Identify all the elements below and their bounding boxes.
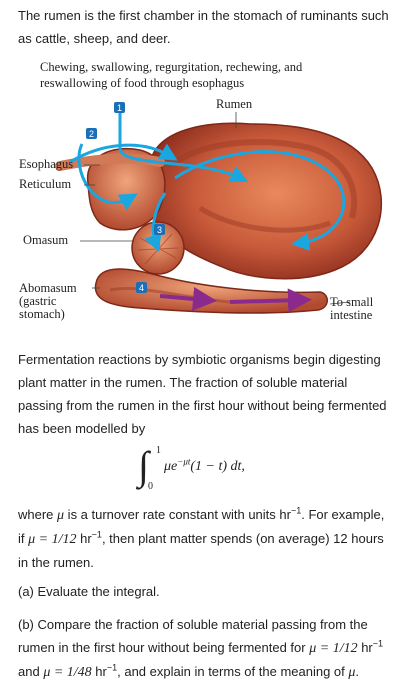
integral-expression: ∫ 1 0 μe−μt(1 − t) dt,: [138, 443, 318, 495]
step-num-2: 2: [89, 129, 94, 139]
label-small-intestine: To small intestine: [330, 296, 373, 322]
integrand-rest: (1 − t) dt,: [190, 459, 245, 474]
figure-caption: Chewing, swallowing, regurgitation, rech…: [40, 60, 303, 90]
label-esophagus: Esophagus: [19, 157, 74, 171]
intro-text: The rumen is the first chamber in the st…: [18, 8, 389, 46]
pb-f: .: [355, 664, 360, 679]
integral-lower-limit: 0: [148, 481, 153, 492]
label-abomasum-line1: Abomasum: [19, 281, 77, 295]
integral-upper-limit: 1: [156, 445, 161, 456]
paragraph-turnover: where μ is a turnover rate constant with…: [18, 503, 390, 574]
p2-a: where: [18, 507, 58, 522]
label-omasum: Omasum: [23, 233, 69, 247]
pb-eq2: μ = 1/48: [43, 665, 92, 680]
rumen-chamber: [149, 122, 383, 280]
pb-a: (b) Compare the fraction of soluble mate…: [18, 617, 368, 655]
p2-b: is a turnover rate constant with units h…: [64, 507, 291, 522]
integral-sign: ∫: [138, 443, 149, 488]
p2-exp2: −1: [91, 529, 102, 540]
label-rumen: Rumen: [216, 97, 253, 111]
rumen-figure: 1 2 3 4 Chewing, swallowing, regurgitati…: [0, 58, 401, 340]
p2-eq: μ = 1/12: [28, 532, 77, 547]
p2-c: . For example, if: [18, 507, 385, 546]
part-b: (b) Compare the fraction of soluble mate…: [18, 613, 390, 684]
integrand: μe−μt(1 − t) dt,: [164, 456, 245, 475]
integrand-main: μe: [164, 459, 178, 474]
p2-e: , then plant matter spends (on average) …: [18, 531, 384, 570]
integrand-exponent: −μt: [177, 456, 191, 467]
label-abomasum-line3: stomach): [19, 307, 65, 321]
label-abomasum: Abomasum (gastric stomach): [19, 282, 77, 321]
label-small-line1: To small: [330, 295, 374, 309]
pb-exp2: −1: [106, 662, 118, 673]
step-badge-2: [86, 128, 97, 139]
part-a: (a) Evaluate the integral.: [18, 584, 160, 599]
step-badge-1: [114, 102, 125, 113]
step-num-4: 4: [139, 283, 144, 293]
step-badge-3: [154, 224, 165, 235]
label-reticulum: Reticulum: [19, 177, 72, 191]
label-small-line2: intestine: [330, 308, 373, 322]
step-badge-4: [136, 282, 147, 293]
pb-c: and: [18, 664, 44, 679]
p2-mu: μ: [57, 508, 65, 523]
pb-mu: μ: [348, 665, 356, 680]
pb-e: , and explain in terms of the meaning of: [117, 664, 349, 679]
label-abomasum-line2: (gastric: [19, 294, 57, 308]
pb-d: hr: [91, 664, 107, 679]
reticulum-chamber: [86, 147, 166, 231]
paragraph-fermentation: Fermentation reactions by symbiotic orga…: [18, 352, 387, 436]
pb-eq1: μ = 1/12: [309, 641, 358, 656]
pb-b: hr: [357, 640, 373, 655]
p2-exp: −1: [290, 505, 302, 516]
stomach-illustration: 1 2 3 4: [55, 102, 383, 314]
step-num-3: 3: [157, 225, 162, 235]
step-num-1: 1: [117, 103, 122, 113]
pb-exp1: −1: [372, 638, 384, 649]
p2-d: hr: [76, 531, 92, 546]
